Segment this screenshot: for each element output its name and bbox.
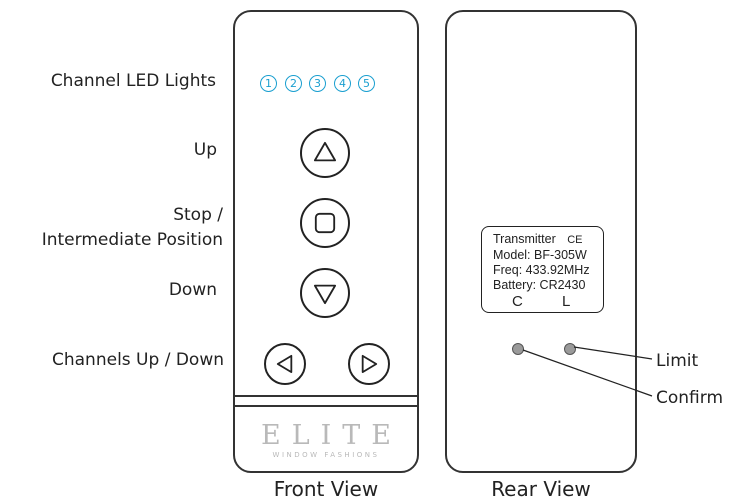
channel-up-button[interactable] bbox=[348, 343, 390, 385]
down-arrow-icon bbox=[313, 284, 337, 305]
led-1: 1 bbox=[260, 75, 277, 92]
confirm-button[interactable] bbox=[512, 343, 524, 355]
left-arrow-icon bbox=[276, 354, 293, 374]
logo-tagline: WINDOW FASHIONS bbox=[272, 451, 380, 459]
logo-brand-text: ELITE bbox=[260, 420, 403, 451]
divider-upper bbox=[235, 395, 417, 397]
stop-square-icon bbox=[314, 212, 336, 234]
brand-logo: ELITE WINDOW FASHIONS bbox=[235, 422, 417, 460]
up-button[interactable] bbox=[300, 128, 350, 178]
label-channels-up-down: Channels Up / Down bbox=[52, 350, 224, 370]
label-up: Up bbox=[193, 140, 217, 160]
label-channel-led-lights: Channel LED Lights bbox=[50, 71, 216, 91]
battery-text: Battery: CR2430 bbox=[493, 278, 586, 292]
label-limit: Limit bbox=[656, 351, 699, 371]
led-2: 2 bbox=[285, 75, 302, 92]
transmitter-label: Transmitter CE Model: BF-305W Freq: 433.… bbox=[481, 226, 604, 313]
ce-mark: CE bbox=[567, 234, 583, 246]
up-arrow-icon bbox=[313, 141, 337, 162]
front-remote: 1 2 3 4 5 bbox=[233, 10, 419, 473]
transmitter-line: Transmitter CE bbox=[493, 232, 603, 248]
caption-rear-view: Rear View bbox=[491, 477, 591, 501]
label-down: Down bbox=[168, 280, 217, 300]
limit-button[interactable] bbox=[564, 343, 576, 355]
rear-remote: Transmitter CE Model: BF-305W Freq: 433.… bbox=[445, 10, 637, 473]
caption-front-view: Front View bbox=[273, 477, 379, 501]
label-stop-line1: Stop / bbox=[173, 205, 223, 225]
confirm-c-label: C bbox=[512, 293, 523, 310]
limit-l-label: L bbox=[562, 293, 571, 310]
stop-button[interactable] bbox=[300, 198, 350, 248]
led-5: 5 bbox=[358, 75, 375, 92]
label-stop-line2: Intermediate Position bbox=[41, 230, 223, 250]
down-button[interactable] bbox=[300, 268, 350, 318]
channel-down-button[interactable] bbox=[264, 343, 306, 385]
freq-text: Freq: 433.92MHz bbox=[493, 263, 590, 277]
led-4: 4 bbox=[334, 75, 351, 92]
label-confirm: Confirm bbox=[656, 388, 724, 408]
model-text: Model: BF-305W bbox=[493, 248, 587, 262]
divider-lower bbox=[235, 405, 417, 407]
led-3: 3 bbox=[309, 75, 326, 92]
transmitter-text: Transmitter bbox=[493, 232, 556, 246]
right-arrow-icon bbox=[361, 354, 378, 374]
